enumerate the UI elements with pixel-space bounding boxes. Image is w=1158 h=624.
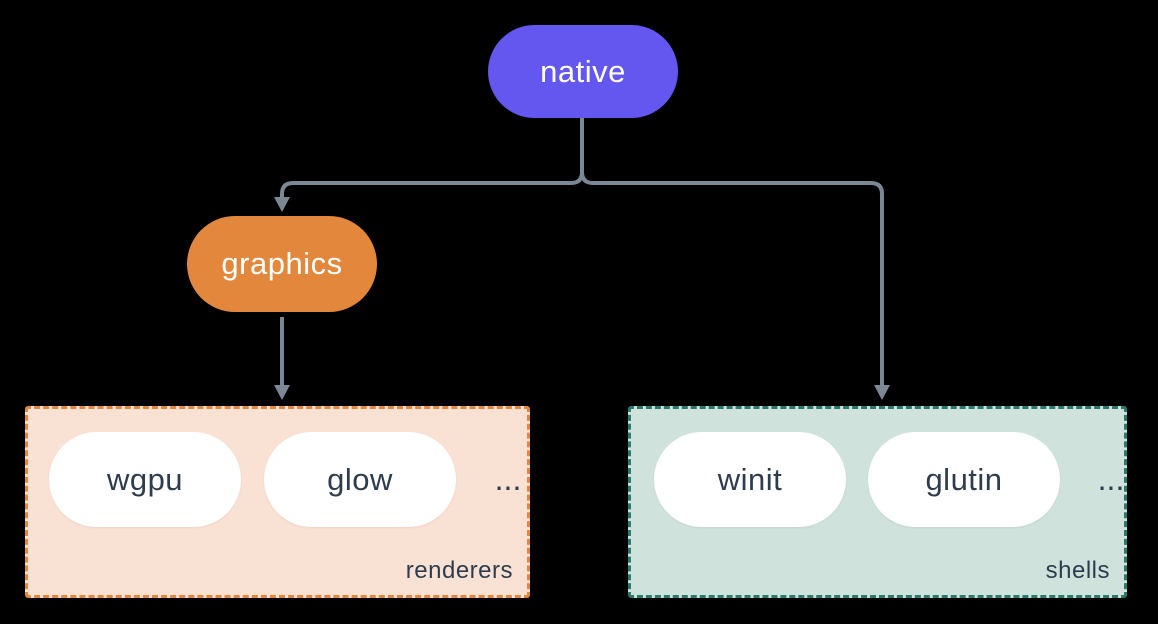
edge-native-graphics — [280, 118, 584, 199]
node-native-label: native — [540, 53, 626, 89]
edge-native-shells — [580, 118, 884, 387]
group-label-renderers: renderers — [405, 557, 513, 584]
node-glow-label: glow — [327, 461, 393, 497]
arrowhead-graphics-renderers — [274, 385, 290, 400]
shells-ellipsis: ... — [1097, 461, 1125, 497]
group-renderers: wgpu glow ... renderers — [25, 406, 530, 598]
node-glow[interactable]: glow — [264, 432, 456, 527]
node-graphics[interactable]: graphics — [187, 216, 377, 312]
node-winit-label: winit — [717, 461, 783, 497]
node-native[interactable]: native — [488, 25, 678, 118]
group-shells: winit glutin ... shells — [628, 406, 1127, 598]
arrowhead-native-shells — [874, 385, 890, 400]
arrowhead-native-graphics — [274, 197, 290, 212]
node-wgpu-label: wgpu — [106, 461, 184, 497]
node-glutin-label: glutin — [925, 461, 1003, 497]
renderers-ellipsis: ... — [494, 461, 522, 497]
node-wgpu[interactable]: wgpu — [49, 432, 241, 527]
group-label-shells: shells — [1045, 557, 1110, 584]
node-glutin[interactable]: glutin — [868, 432, 1060, 527]
node-winit[interactable]: winit — [654, 432, 846, 527]
node-graphics-label: graphics — [221, 246, 343, 281]
